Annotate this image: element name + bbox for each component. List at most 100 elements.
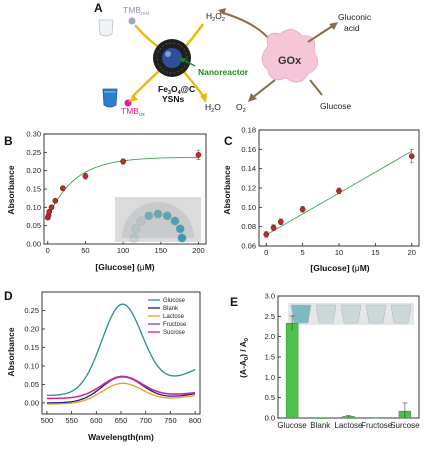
- panel-b-xtick-label: 50: [81, 246, 89, 255]
- panel-e-xtick-label: Surcose: [390, 421, 420, 430]
- panel-d-xtick-label: 550: [65, 416, 78, 425]
- tmb-red-label: TMBred: [123, 5, 149, 17]
- panel-d-series-fructose: [46, 375, 196, 400]
- arrow-tmb-in: [134, 24, 161, 49]
- panel-e-ylabel: (A-A0) / A0: [238, 338, 250, 378]
- panel-d-series-blank: [46, 375, 196, 404]
- panel-e-xtick-label: Glucose: [277, 421, 307, 430]
- panel-b-xtick-label: 200: [192, 246, 205, 255]
- panel-d-ytick-label: 0.15: [24, 343, 39, 352]
- tmb-ox-label: TMBox: [121, 106, 145, 118]
- vial-icon: [131, 224, 141, 234]
- vial-icon: [170, 216, 180, 226]
- panel-d-ytick-label: 0.10: [24, 361, 39, 370]
- h2o2-label: H2O2: [206, 11, 225, 23]
- beaker-clear-icon: [98, 19, 114, 37]
- panel-c-xtick-label: 15: [371, 248, 379, 257]
- panel-b-ytick-label: 0.05: [26, 221, 41, 230]
- panel-c-ytick-label: 0.08: [241, 222, 256, 231]
- gluconic-label-2: acid: [344, 23, 360, 33]
- panel-c-point: [270, 224, 277, 231]
- panel-e-xtick-label: Lactose: [334, 421, 363, 430]
- panel-c-label: C: [224, 134, 233, 148]
- tmb-red-dot: [128, 17, 136, 25]
- panel-b-point: [52, 197, 59, 204]
- panel-a: A TMBred TMBox Fe3O4@C YSNs: [94, 1, 372, 118]
- panel-c-xtick-label: 20: [408, 248, 416, 257]
- panel-d-series-sucrose: [46, 376, 196, 400]
- panel-d-series-glucose: [46, 303, 196, 397]
- vial-icon: [177, 233, 187, 243]
- panel-a-label: A: [94, 1, 103, 15]
- panel-b-xtick-label: 150: [155, 246, 168, 255]
- nanoreactor-label: Nanoreactor: [198, 67, 249, 77]
- panel-c-ytick-label: 0.12: [241, 184, 256, 193]
- panel-e-bar-fructose: [370, 417, 383, 419]
- arrow-tmb-out: [131, 69, 161, 98]
- panel-c-ylabel: Absorbance: [222, 165, 232, 214]
- panel-c-point: [336, 188, 342, 194]
- vial-icon: [340, 304, 362, 324]
- panel-c-points: [263, 149, 415, 238]
- panel-b-point: [195, 152, 202, 158]
- panel-c-xtick-label: 10: [335, 248, 343, 257]
- arrow-gox-h2o2: [219, 11, 271, 41]
- panel-d-xtick-label: 700: [139, 416, 152, 425]
- panel-e-ytick-label: 3.0: [265, 292, 275, 301]
- panel-c-point: [263, 231, 270, 238]
- vial-icon: [290, 304, 312, 324]
- vial-icon: [162, 211, 172, 221]
- arrow-o2: [251, 79, 276, 99]
- panel-d-ylabel: Absorbance: [6, 327, 16, 376]
- panel-c-xlabel: [Glucose] (μM): [310, 263, 369, 273]
- panel-d-xlabel: Wavelength(nm): [88, 432, 154, 442]
- panel-d-legend-label: Fructose: [163, 322, 187, 328]
- panel-b-point: [48, 204, 55, 211]
- panel-d-series-lactose: [46, 382, 196, 405]
- panel-e-ytick-label: 0.5: [265, 393, 275, 402]
- panel-c-xtick-label: 5: [301, 248, 305, 257]
- vial-icon: [129, 233, 139, 243]
- panel-b-vials-photo: [115, 197, 201, 243]
- panel-e-bar-glucose: [285, 323, 299, 419]
- nanoreactor-sphere-icon: [153, 39, 191, 77]
- panel-b-xtick-label: 100: [117, 246, 130, 255]
- panel-c-ytick-label: 0.16: [241, 145, 256, 154]
- beaker-blue-icon: [102, 88, 118, 108]
- gox-enzyme-icon: [261, 29, 319, 83]
- panel-b-ytick-label: 0.10: [26, 203, 41, 212]
- panel-b-points: [44, 149, 202, 221]
- panel-d-ytick-label: 0.20: [24, 324, 39, 333]
- panel-c-ytick-label: 0.14: [241, 164, 256, 173]
- o2-label: O2: [236, 102, 246, 114]
- vial-icon: [315, 304, 337, 324]
- panel-e-axes: 0.00.51.01.52.02.53.0: [265, 292, 281, 423]
- panel-c-ytick-label: 0.06: [241, 242, 256, 251]
- panel-b-xtick-label: 0: [46, 246, 50, 255]
- glucose-label: Glucose: [320, 101, 351, 111]
- gox-label: GOx: [278, 55, 302, 67]
- panel-d-label: D: [4, 289, 13, 303]
- panel-d-xtick-label: 750: [164, 416, 177, 425]
- panel-c-point: [408, 153, 415, 159]
- panel-c-ytick-label: 0.10: [241, 203, 256, 212]
- vial-icon: [175, 224, 185, 234]
- panel-b-point: [59, 185, 66, 192]
- panel-d-xtick-label: 650: [115, 416, 128, 425]
- panel-b-xlabel: [Glucose] (μM): [95, 262, 154, 272]
- panel-b-point: [82, 173, 89, 180]
- ysn-label-line2: YSNs: [162, 94, 184, 104]
- panel-d-legend-label: Glucose: [163, 298, 186, 304]
- panel-d-legend-label: Sucrose: [163, 330, 186, 336]
- panel-d-ytick-label: 0.25: [24, 306, 39, 315]
- vial-icon: [144, 211, 154, 221]
- arrow-glucose: [309, 79, 323, 96]
- panel-e-ytick-label: 1.0: [265, 373, 275, 382]
